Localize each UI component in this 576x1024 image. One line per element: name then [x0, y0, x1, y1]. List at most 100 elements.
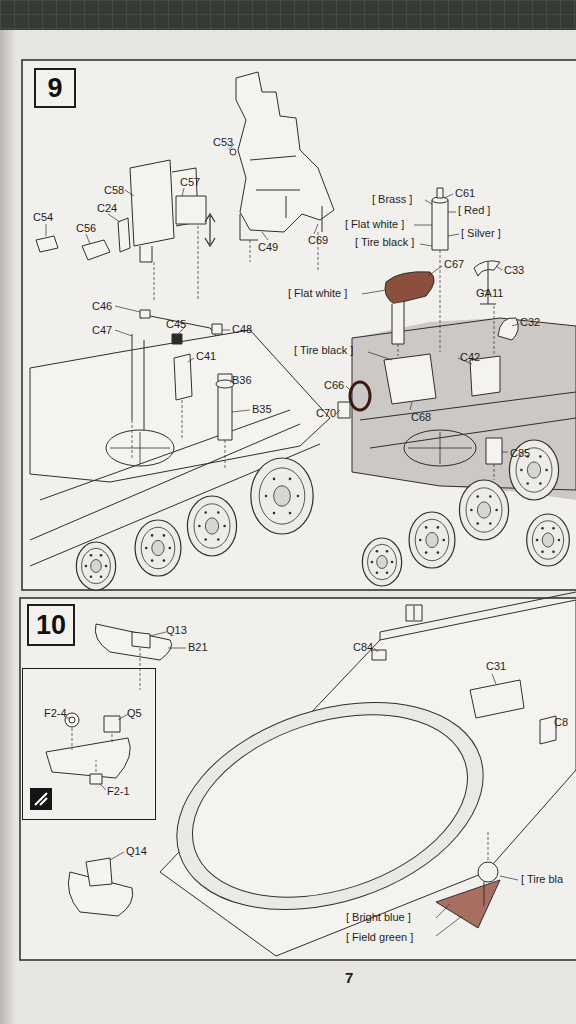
wheel-bolt [168, 547, 171, 550]
ring-part [350, 382, 370, 410]
wheel-bolt [217, 538, 220, 541]
leader-line [410, 402, 412, 410]
leader-line [115, 330, 132, 336]
wheel-bolt [442, 539, 445, 542]
wheel-bolt [223, 525, 226, 528]
wheel-bolt [105, 565, 108, 568]
part-number: C61 [455, 187, 475, 200]
guide-line [154, 226, 198, 300]
page-gutter [0, 30, 16, 1024]
wheel-bolt [386, 550, 389, 553]
leader-line [222, 330, 230, 331]
wheel-bolt [470, 509, 473, 512]
part-number: C58 [104, 184, 124, 197]
sight-frame [130, 160, 174, 246]
leader-line [436, 904, 450, 918]
wheel-bolt [536, 539, 539, 542]
guide-line [494, 464, 495, 480]
wheel-tyre [251, 458, 313, 534]
paint-callout: [ Flat white ] [288, 287, 347, 300]
leader-line [512, 324, 518, 326]
wheel-bolt [425, 551, 428, 554]
paint-callout: [ Tire black ] [294, 344, 353, 357]
leader-line [86, 234, 90, 244]
leader-line [502, 452, 508, 453]
wheel-bolt [541, 550, 544, 553]
part-number: C45 [166, 318, 186, 331]
pe-icon [30, 788, 52, 810]
wheel-rim [368, 544, 397, 580]
hull-hatch [106, 430, 174, 466]
leader-line [110, 852, 124, 860]
leader-line [100, 784, 106, 790]
leader-line [448, 212, 456, 213]
hatch-brace [408, 432, 472, 464]
wheel-bolt [90, 576, 93, 579]
paint-callout: [ Field green ] [346, 931, 413, 944]
wheel-bolt [273, 512, 276, 515]
part-number: Q13 [166, 624, 187, 637]
wheel-rim [415, 519, 449, 560]
handle [474, 261, 500, 276]
wheel-bolt [85, 565, 88, 568]
part-number: C84 [353, 641, 373, 654]
wheel-tyre [187, 496, 236, 556]
part-number: C68 [411, 411, 431, 424]
leader-line [262, 232, 268, 240]
road-wheel [251, 458, 313, 534]
wheel-bolt [545, 469, 548, 472]
wheel-bolt [204, 538, 207, 541]
leader-line [444, 194, 453, 198]
wheel-hub [274, 486, 291, 507]
wheel-bolt [539, 482, 542, 485]
wheel-bolt [489, 495, 492, 498]
paint-callout: [ Bright blue ] [346, 911, 411, 924]
part-number: C85 [510, 447, 530, 460]
wheel-bolt [552, 527, 555, 530]
guide-line [132, 400, 225, 470]
wheel-bolt [558, 539, 561, 542]
wheel-bolt [391, 561, 394, 564]
wheel-rim [82, 548, 111, 584]
leader-line [314, 224, 318, 234]
wheel-bolt [217, 511, 220, 514]
leader-line [368, 352, 392, 360]
part-number: C41 [196, 350, 216, 363]
extinguisher-valve [437, 188, 443, 198]
wheel-bolt [476, 495, 479, 498]
wheel-bolt [539, 455, 542, 458]
wheel-bolt [90, 554, 93, 557]
leader-line [346, 386, 352, 392]
part-number: 7 [345, 971, 353, 984]
wheel-hub [377, 556, 388, 569]
wheel-bolt [145, 547, 148, 550]
wheel-bolt [386, 572, 389, 575]
wheel-rim [141, 527, 175, 568]
wheel-bolt [273, 478, 276, 481]
wheel-bolt [163, 534, 166, 537]
wheel-bolt [371, 561, 374, 564]
wheel-bolt [163, 559, 166, 562]
small-pin [230, 149, 236, 155]
road-wheel [76, 542, 115, 590]
part-number: B21 [188, 641, 208, 654]
guide-line [250, 232, 318, 270]
part-number: F2-1 [107, 785, 130, 798]
guide-line [140, 648, 488, 860]
part-number: Q5 [127, 707, 142, 720]
wheel-tyre [509, 440, 558, 500]
shaded-area [352, 318, 576, 500]
seat-bracket [132, 632, 150, 648]
leader-line [448, 234, 459, 236]
dome-cover [498, 318, 518, 340]
wheel-bolt [520, 469, 523, 472]
step-frame [20, 598, 576, 960]
wheel-bolt [376, 550, 379, 553]
wheel-bolt [289, 478, 292, 481]
bracket [540, 716, 556, 744]
frame-foot [140, 246, 152, 262]
periscope-frame [236, 72, 334, 232]
leader-line [362, 290, 386, 294]
